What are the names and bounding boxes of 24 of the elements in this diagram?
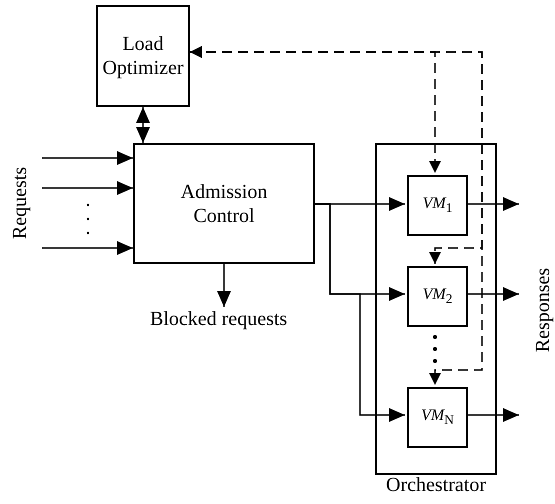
process-box (133, 143, 315, 264)
dashed-arrow (190, 46, 483, 385)
arrow (315, 203, 405, 422)
vm-box (407, 175, 468, 236)
input-label: Requests (10, 166, 30, 240)
arrow (466, 287, 519, 301)
vm-box (407, 387, 468, 448)
process-box (96, 5, 190, 107)
arrow (42, 151, 133, 165)
arrow (466, 197, 519, 211)
arrow (466, 408, 519, 422)
box-label: VM$_{2}$ (422, 285, 452, 308)
box-label: Admission Control (180, 180, 268, 228)
box-label: Load Optimizer (101, 32, 185, 80)
arrow (136, 107, 150, 143)
arrow (42, 181, 133, 195)
arrow (217, 264, 231, 307)
vm-box (407, 266, 468, 327)
output-label: Responses (533, 268, 553, 352)
arrow (42, 241, 133, 255)
box-label: VM$_{N}$ (421, 406, 454, 429)
container-label: Orchestrator (386, 473, 486, 497)
box-label: VM$_{1}$ (422, 194, 452, 217)
output-label: Blocked requests (150, 307, 288, 331)
